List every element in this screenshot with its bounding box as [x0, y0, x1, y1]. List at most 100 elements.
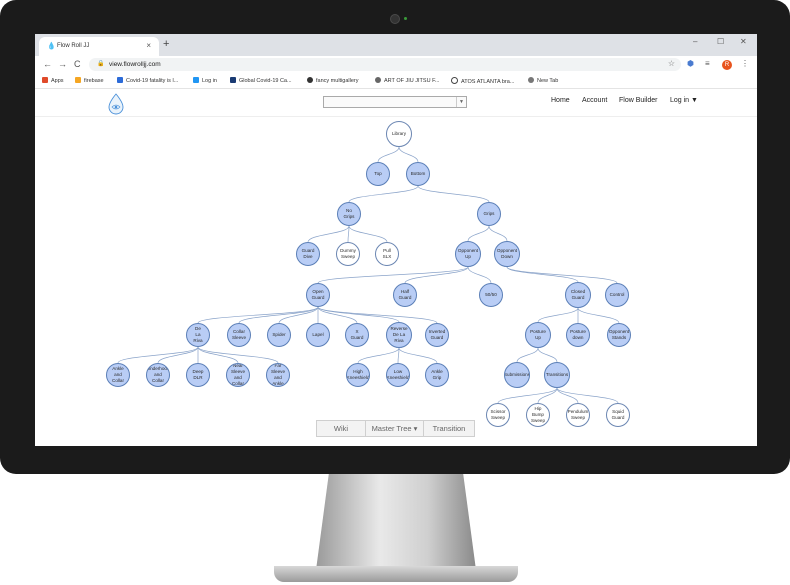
tree-edge-opp_up-fifty [467, 266, 492, 284]
bookmark-firebase[interactable]: firebase [75, 77, 104, 84]
tree-node-closed-guard[interactable]: Closed Guard [565, 282, 591, 308]
bookmark-global-covid[interactable]: Global Covid-19 Ca... [230, 77, 292, 84]
dashboard-icon [230, 77, 236, 83]
tree-edge-posture_up-transitions [537, 347, 558, 363]
tree-edge-closed_guard-posture_up [537, 307, 579, 323]
tree-edge-library-top [377, 146, 400, 163]
forward-arrow-icon[interactable]: → [58, 59, 67, 69]
tree-edge-bottom-no_grips [348, 185, 419, 203]
profile-avatar[interactable]: R [722, 60, 732, 70]
tree-node-reverse-dlr[interactable]: Reverse De La Riva [386, 322, 412, 348]
bookmark-new-tab[interactable]: New Tab [528, 77, 558, 84]
tree-node-ankle-collar[interactable]: Ankle and Collar [106, 363, 130, 387]
tab-title: Flow Roll JJ [57, 43, 90, 49]
tree-node-library[interactable]: Library [386, 121, 412, 147]
new-tab-icon[interactable]: + [163, 38, 170, 50]
tab-master-tree[interactable]: Master Tree ▾ [366, 421, 424, 436]
tree-node-posture-down[interactable]: Posture down [566, 323, 590, 347]
back-arrow-icon[interactable]: ← [43, 59, 52, 69]
flowroll-logo-icon[interactable] [107, 93, 125, 115]
reading-list-icon[interactable]: ≡ [705, 59, 710, 68]
tree-node-grips[interactable]: Grips [477, 202, 501, 226]
tree-edge-de_la_riva-ankle_collar [117, 346, 199, 364]
globe-icon [528, 77, 534, 83]
browser-tab-active[interactable]: 💧 Flow Roll JJ × [39, 37, 159, 56]
tree-edge-grips-opp_down [488, 225, 508, 242]
bookmark-art-of-jiu-jitsu[interactable]: ART OF JIU JITSU F... [375, 77, 439, 84]
tree-node-fifty[interactable]: 50/50 [479, 283, 503, 307]
tree-node-open-guard[interactable]: Open Guard [306, 283, 330, 307]
tab-transition[interactable]: Transition [432, 424, 466, 433]
tree-node-scissor-sweep[interactable]: Scissor Sweep [486, 403, 510, 427]
tree-node-transitions[interactable]: Transitions [544, 362, 570, 388]
tree-node-posture-up[interactable]: Posture Up [525, 322, 551, 348]
tree-edge-opp_up-open_guard [317, 266, 469, 284]
nav-home-link[interactable]: Home [551, 97, 570, 104]
tree-edge-grips-opp_up [467, 225, 490, 242]
tree-edge-transitions-hip_bump_sweep [537, 387, 558, 404]
tree-node-opp-stands[interactable]: Opponent Stands [607, 323, 631, 347]
tab-close-icon[interactable]: × [146, 41, 151, 50]
tree-node-de-la-riva[interactable]: De La Riva [186, 323, 210, 347]
tree-edge-open_guard-inverted_guard [317, 306, 438, 324]
tree-node-control[interactable]: Control [605, 283, 629, 307]
window-close-icon[interactable]: ✕ [740, 37, 747, 46]
tree-select-dropdown[interactable]: ▼ [323, 96, 467, 108]
tree-node-inverted-guard[interactable]: Inverted Guard [425, 323, 449, 347]
maximize-icon[interactable]: ☐ [717, 37, 725, 46]
tree-node-low-kneeshield[interactable]: Low Kneeshield [386, 363, 410, 387]
tree-node-bottom[interactable]: Bottom [406, 162, 430, 186]
tree-edge-reverse_dlr-high_kneeshield [357, 347, 400, 364]
url-text: view.flowrolljj.com [109, 61, 161, 68]
tree-edge-de_la_riva-near_sleeve_collar [197, 346, 239, 364]
tree-node-x-guard[interactable]: X Guard [345, 323, 369, 347]
tree-node-near-sleeve-collar[interactable]: Near Sleeve and Collar [226, 363, 250, 387]
tree-edge-transitions-scissor_sweep [497, 387, 558, 404]
kebab-menu-icon[interactable]: ⋮ [741, 59, 749, 68]
bookmark-log-in[interactable]: Log in [193, 77, 217, 84]
extension-icon[interactable]: ⬢ [687, 59, 694, 68]
tree-node-dummy-sweep[interactable]: Dummy Sweep [336, 242, 360, 266]
tree-node-opp-up[interactable]: Opponent Up [455, 241, 481, 267]
tree-node-spider[interactable]: Spider [267, 323, 291, 347]
nav-account-link[interactable]: Account [582, 97, 608, 104]
tree-node-top[interactable]: Top [366, 162, 390, 186]
minimize-icon[interactable]: – [693, 37, 698, 46]
nav-login-dropdown[interactable]: Log in ▼ [670, 97, 698, 104]
browser-window: 💧 Flow Roll JJ × + – ☐ ✕ ← → C 🔒 view.fl… [35, 34, 757, 446]
tree-node-underhook-collar[interactable]: Underhook and Collar [146, 363, 170, 387]
tree-node-far-sleeve-ankle[interactable]: Far Sleeve and Ankle [266, 363, 290, 387]
bookmark-covid-fatality[interactable]: Covid-19 fatality is l... [117, 77, 178, 84]
tree-node-squid-guard[interactable]: Squid Guard [606, 403, 630, 427]
tree-node-guard-dive[interactable]: Guard Dive [296, 242, 320, 266]
tree-node-submissions[interactable]: Submissions [504, 362, 530, 388]
tab-wiki[interactable]: Wiki [317, 421, 366, 436]
vimeo-icon [193, 77, 199, 83]
tree-node-lapel[interactable]: Lapel [306, 323, 330, 347]
tree-node-collar-sleeve[interactable]: Collar Sleeve [227, 323, 251, 347]
nav-flow-builder-link[interactable]: Flow Builder [619, 97, 658, 104]
tree-node-deep-dlr[interactable]: Deep DLR [186, 363, 210, 387]
tree-node-pendulum-sweep[interactable]: Pendulum Sweep [566, 403, 590, 427]
tree-node-pull-slx[interactable]: Pull SLX [375, 242, 399, 266]
address-bar[interactable]: 🔒 view.flowrolljj.com ☆ [89, 58, 681, 71]
tree-node-no-grips[interactable]: No Grips [337, 202, 361, 226]
tree-node-high-kneeshield[interactable]: High Kneeshield [346, 363, 370, 387]
bookmark-apps[interactable]: Apps [42, 77, 64, 84]
chevron-down-icon: ▼ [456, 97, 466, 107]
toolbar: ← → C 🔒 view.flowrolljj.com ☆ ⬢ ≡ R ⋮ [35, 56, 757, 73]
tree-node-ankle-grip[interactable]: Ankle Grip [425, 363, 449, 387]
tree-node-opp-down[interactable]: Opponent Down [494, 241, 520, 267]
tree-edge-no_grips-dummy_sweep [347, 225, 350, 243]
reload-icon[interactable]: C [74, 59, 81, 69]
bookmark-atos-atlanta[interactable]: ATOS ATLANTA bra... [451, 77, 514, 85]
tree-node-half-guard[interactable]: Half Guard [393, 283, 417, 307]
apps-grid-icon [42, 77, 48, 83]
tree-node-hip-bump-sweep[interactable]: Hip Bump Sweep [526, 403, 550, 427]
bookmark-star-icon[interactable]: ☆ [667, 59, 675, 68]
bookmark-fancy-multigallery[interactable]: fancy multigallery [307, 77, 359, 84]
monitor-chin [35, 446, 755, 462]
flowroll-favicon-icon: 💧 [47, 43, 56, 50]
lock-icon: 🔒 [97, 61, 105, 67]
